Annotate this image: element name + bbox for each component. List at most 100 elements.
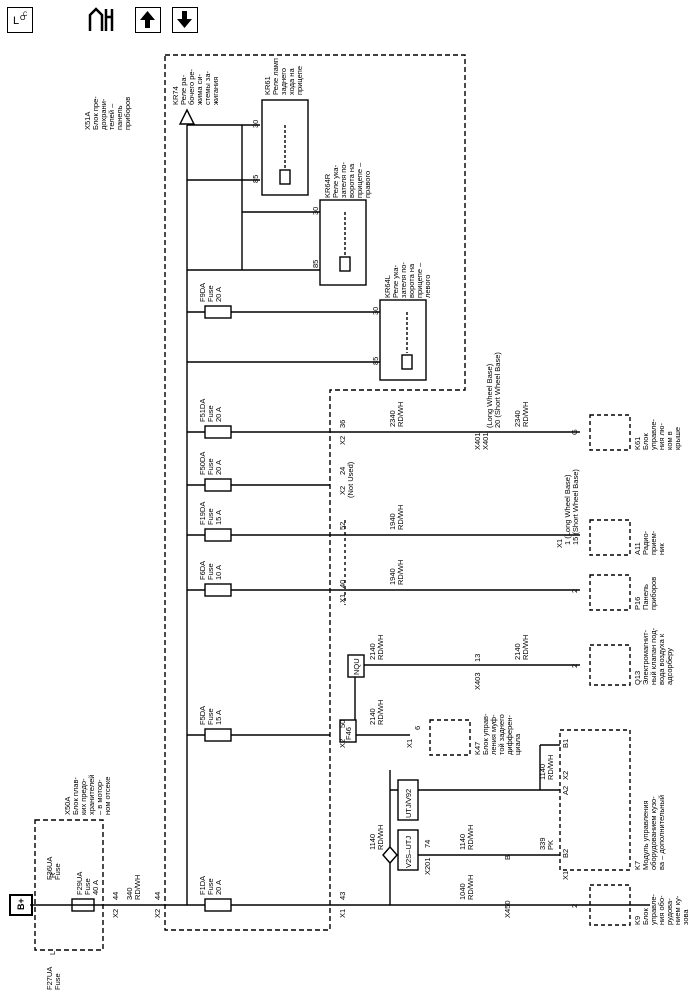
svg-text:36: 36: [338, 420, 347, 428]
svg-text:панель: панель: [115, 105, 124, 130]
svg-text:Fuse: Fuse: [206, 285, 215, 302]
svg-text:44: 44: [111, 892, 120, 900]
arrow-down-button[interactable]: [172, 7, 198, 33]
svg-text:F51DA: F51DA: [198, 399, 207, 422]
svg-text:той заднего: той заднего: [497, 714, 506, 755]
svg-text:– в мотор-: – в мотор-: [95, 779, 104, 815]
svg-text:X1: X1: [561, 871, 570, 880]
svg-text:RD/WH: RD/WH: [376, 635, 385, 660]
arrow-up-icon: [140, 11, 155, 28]
svg-text:ворота на: ворота на: [347, 163, 356, 198]
svg-text:KR74: KR74: [171, 86, 180, 105]
svg-text:Fuse: Fuse: [206, 563, 215, 580]
svg-text:B1: B1: [561, 739, 570, 748]
svg-text:Реле ламп: Реле ламп: [271, 58, 280, 95]
svg-text:Реле ука-: Реле ука-: [391, 264, 400, 298]
svg-text:C: C: [23, 12, 28, 18]
option-f46: F46: [344, 727, 353, 740]
svg-text:13: 13: [473, 654, 482, 662]
svg-text:Блок: Блок: [641, 433, 650, 450]
svg-text:1040: 1040: [458, 883, 467, 900]
svg-text:RD/WH: RD/WH: [376, 700, 385, 725]
svg-text:F50DA: F50DA: [198, 452, 207, 475]
option-v2sutj: V2S–UTJ: [404, 836, 413, 868]
svg-text:Радио-: Радио-: [641, 530, 650, 555]
svg-text:оборудованием кузо-: оборудованием кузо-: [649, 796, 658, 870]
arrow-up-button[interactable]: [135, 7, 161, 33]
svg-text:вода воздуха к: вода воздуха к: [657, 633, 666, 685]
svg-text:Fuse: Fuse: [53, 863, 62, 880]
svg-text:прицепе –: прицепе –: [355, 162, 364, 198]
svg-text:X1: X1: [338, 594, 347, 603]
svg-text:1140: 1140: [368, 834, 377, 850]
svg-text:управле-: управле-: [649, 893, 658, 925]
svg-text:KR61: KR61: [263, 76, 272, 95]
svg-text:Fuse: Fuse: [206, 878, 215, 895]
svg-text:40 A: 40 A: [91, 880, 100, 895]
svg-text:X2: X2: [111, 909, 120, 918]
svg-text:X1: X1: [405, 739, 414, 748]
svg-text:приборов: приборов: [649, 577, 658, 610]
svg-text:20 (Short Wheel Base): 20 (Short Wheel Base): [493, 352, 502, 428]
svg-text:43: 43: [338, 892, 347, 900]
svg-text:PK: PK: [546, 840, 555, 850]
svg-text:ном отсеке: ном отсеке: [103, 777, 112, 815]
svg-text:Панель: Панель: [641, 584, 650, 610]
svg-text:RD/WH: RD/WH: [396, 402, 405, 427]
svg-text:заднего: заднего: [279, 68, 288, 95]
svg-text:Fuse: Fuse: [53, 973, 62, 990]
svg-text:зателя по-: зателя по-: [399, 262, 408, 298]
svg-text:30: 30: [311, 207, 320, 215]
option-nqu: NQU: [352, 658, 361, 675]
connector-nav-icon[interactable]: [86, 5, 122, 35]
svg-text:левого: левого: [423, 275, 432, 298]
svg-text:Блок: Блок: [641, 908, 650, 925]
svg-text:прицепе: прицепе: [295, 66, 304, 95]
svg-text:X2: X2: [338, 739, 347, 748]
svg-text:2140: 2140: [513, 643, 522, 660]
svg-text:прием-: прием-: [649, 530, 658, 555]
svg-text:20 A: 20 A: [214, 287, 223, 302]
svg-text:управле-: управле-: [649, 418, 658, 450]
svg-text:стемы за-: стемы за-: [203, 70, 212, 105]
svg-text:1140: 1140: [538, 764, 547, 780]
svg-text:85: 85: [371, 357, 380, 365]
svg-text:1940: 1940: [388, 513, 397, 530]
svg-text:F1DA: F1DA: [198, 876, 207, 895]
svg-text:X403: X403: [473, 672, 482, 690]
q13-label: Q13: [633, 671, 642, 685]
svg-text:F36UA: F36UA: [45, 857, 54, 880]
svg-text:Реле ука-: Реле ука-: [331, 164, 340, 198]
svg-text:хранителей: хранителей: [87, 775, 96, 815]
svg-text:Блок пре-: Блок пре-: [91, 96, 100, 130]
svg-text:дохрани-: дохрани-: [99, 98, 108, 130]
svg-text:10 A: 10 A: [214, 565, 223, 580]
svg-text:X2: X2: [153, 909, 162, 918]
svg-text:30: 30: [371, 307, 380, 315]
svg-text:F6DA: F6DA: [198, 561, 207, 580]
svg-text:приборов: приборов: [123, 97, 132, 130]
svg-text:74: 74: [423, 840, 432, 848]
svg-text:1940: 1940: [388, 568, 397, 585]
svg-text:бочего ре-: бочего ре-: [187, 68, 196, 105]
k7-label: K7: [633, 861, 642, 870]
svg-text:L: L: [13, 15, 19, 27]
svg-text:B: B: [503, 855, 512, 860]
svg-text:ный клапан под-: ный клапан под-: [649, 627, 658, 685]
svg-text:R: R: [48, 872, 57, 878]
svg-text:F5DA: F5DA: [198, 706, 207, 725]
svg-text:RD/WH: RD/WH: [376, 825, 385, 850]
x50a-id: X50A: [63, 797, 72, 815]
svg-text:A2: A2: [561, 786, 570, 795]
svg-text:1 (Long Wheel Base): 1 (Long Wheel Base): [563, 474, 572, 545]
svg-text:RD/WH: RD/WH: [396, 505, 405, 530]
svg-text:F27UA: F27UA: [45, 967, 54, 990]
svg-text:RD/WH: RD/WH: [466, 825, 475, 850]
svg-text:зателя по-: зателя по-: [339, 162, 348, 198]
svg-text:24: 24: [338, 467, 347, 475]
svg-text:ник: ник: [657, 543, 666, 555]
svg-text:X201: X201: [423, 857, 432, 875]
